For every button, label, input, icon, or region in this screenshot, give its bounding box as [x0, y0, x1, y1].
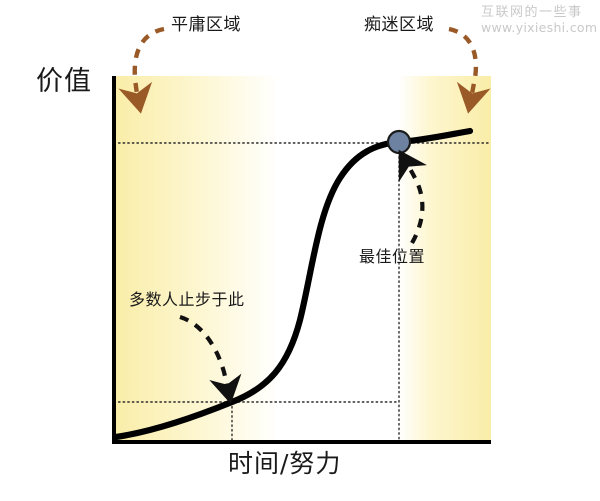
optimal-point-arrow — [398, 149, 427, 245]
x-axis-label: 时间/努力 — [228, 449, 342, 478]
stop-point-arrow — [179, 314, 242, 405]
y-axis-label: 价值 — [36, 66, 92, 97]
zone-left-annotation: 平庸区域 — [171, 15, 241, 35]
zone-left-shading — [114, 76, 279, 442]
stop-point-annotation: 多数人止步于此 — [129, 290, 245, 309]
zone-right-annotation: 痴迷区域 — [364, 15, 434, 35]
watermark-site-name: 互联网的一些事 — [481, 5, 583, 20]
optimal-point-annotation: 最佳位置 — [359, 247, 426, 266]
watermark: 互联网的一些事 www.yixieshi.com — [481, 5, 598, 35]
optimal-position-marker — [386, 129, 412, 155]
watermark-url: www.yixieshi.com — [481, 19, 598, 35]
